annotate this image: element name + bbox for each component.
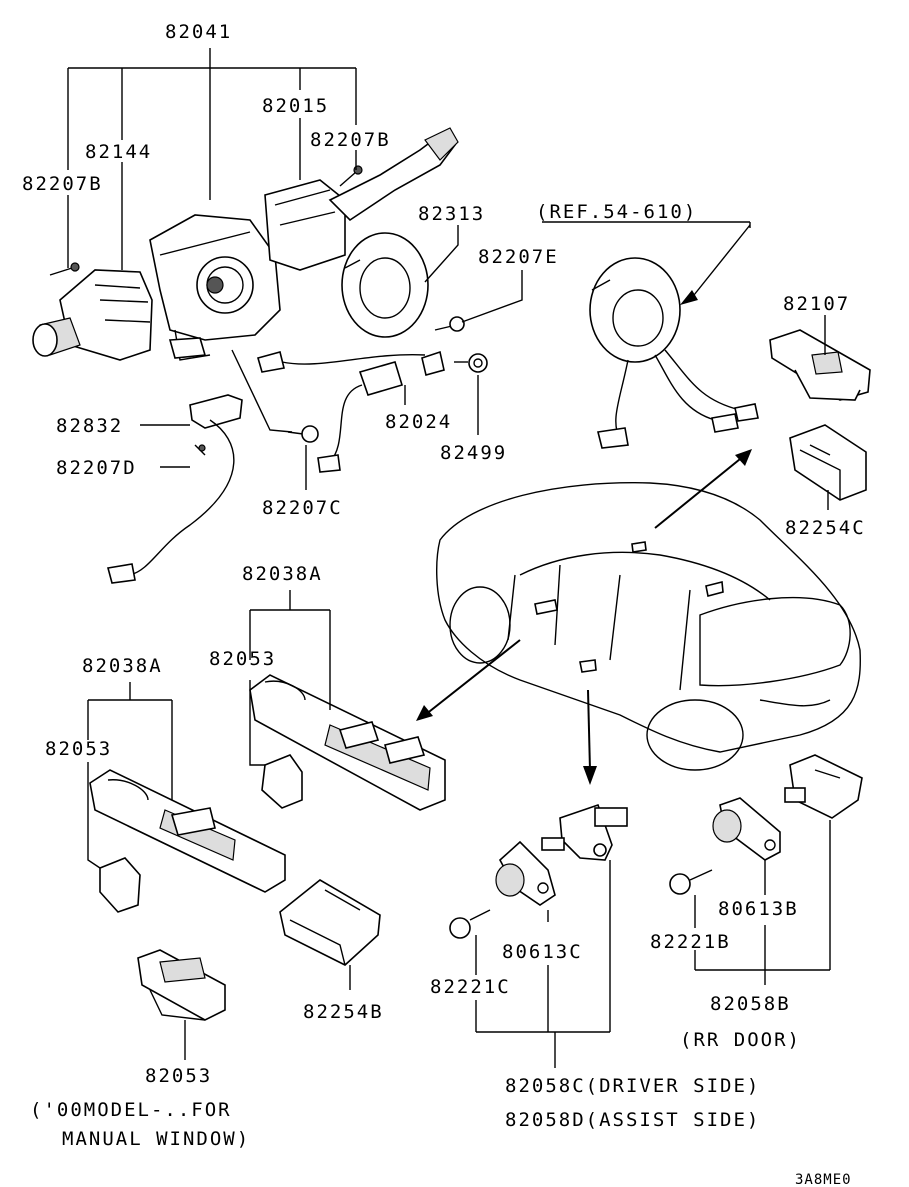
label-82207e: 82207E — [478, 246, 559, 268]
label-80613c: 80613C — [502, 941, 583, 963]
bracket-82254c — [789, 424, 867, 501]
label-82207b-top: 82207B — [310, 129, 391, 151]
sensor-82832 — [107, 394, 243, 584]
door-switch-82058b — [784, 754, 863, 819]
door-switch-80613c — [495, 840, 556, 906]
label-rr-door: (RR DOOR) — [680, 1029, 801, 1051]
label-82058d: 82058D(ASSIST SIDE) — [505, 1109, 760, 1131]
label-82058c: 82058C(DRIVER SIDE) — [505, 1075, 760, 1097]
label-82038a-right: 82038A — [242, 563, 323, 585]
screw-82207c — [287, 425, 319, 443]
window-switch-82038a-right — [249, 674, 446, 811]
clock-spring — [341, 232, 429, 338]
label-82221c: 82221C — [430, 976, 511, 998]
car-outline — [436, 482, 861, 771]
label-82254c: 82254C — [785, 517, 866, 539]
label-80613b: 80613B — [718, 898, 799, 920]
label-82015: 82015 — [262, 95, 329, 117]
label-82107: 82107 — [783, 293, 850, 315]
clock-spring-ref — [589, 257, 759, 449]
label-82313: 82313 — [418, 203, 485, 225]
harness-82024 — [257, 350, 488, 473]
leader-lines — [67, 48, 831, 1068]
door-switch-80613b — [712, 797, 781, 861]
label-82221b: 82221B — [650, 931, 731, 953]
label-82053-mid: 82053 — [209, 648, 276, 670]
label-ref-54-610: (REF.54-610) — [536, 201, 697, 223]
label-82207d: 82207D — [56, 457, 137, 479]
screw-82207e — [434, 316, 465, 332]
label-82499: 82499 — [440, 442, 507, 464]
note-line-1: ('00MODEL-..FOR — [30, 1099, 232, 1121]
label-82053-left: 82053 — [45, 738, 112, 760]
door-switch-driver — [541, 803, 628, 861]
part-labels: 82041 82015 82207B 82144 82207B 82313 (R… — [22, 21, 866, 1187]
label-82832: 82832 — [56, 415, 123, 437]
switch-82107 — [769, 329, 871, 401]
screw-82221c — [449, 909, 491, 939]
column-switch-assembly — [32, 127, 459, 433]
label-82058b: 82058B — [710, 993, 791, 1015]
label-82207c: 82207C — [262, 497, 343, 519]
label-82024: 82024 — [385, 411, 452, 433]
note-line-2: MANUAL WINDOW) — [62, 1128, 250, 1150]
screw-82221b — [669, 869, 713, 895]
label-82254b: 82254B — [303, 1001, 384, 1023]
diagram-code: 3A8ME0 — [795, 1172, 852, 1187]
label-82053-bottom: 82053 — [145, 1065, 212, 1087]
window-switch-82053-bottom — [137, 949, 226, 1021]
bracket-82254b — [279, 879, 381, 966]
label-82038a-left: 82038A — [82, 655, 163, 677]
label-82144: 82144 — [85, 141, 152, 163]
window-switch-82038a-left — [89, 769, 286, 913]
label-82207b-left: 82207B — [22, 173, 103, 195]
label-82041: 82041 — [165, 21, 232, 43]
pointer-arrows — [416, 224, 752, 785]
